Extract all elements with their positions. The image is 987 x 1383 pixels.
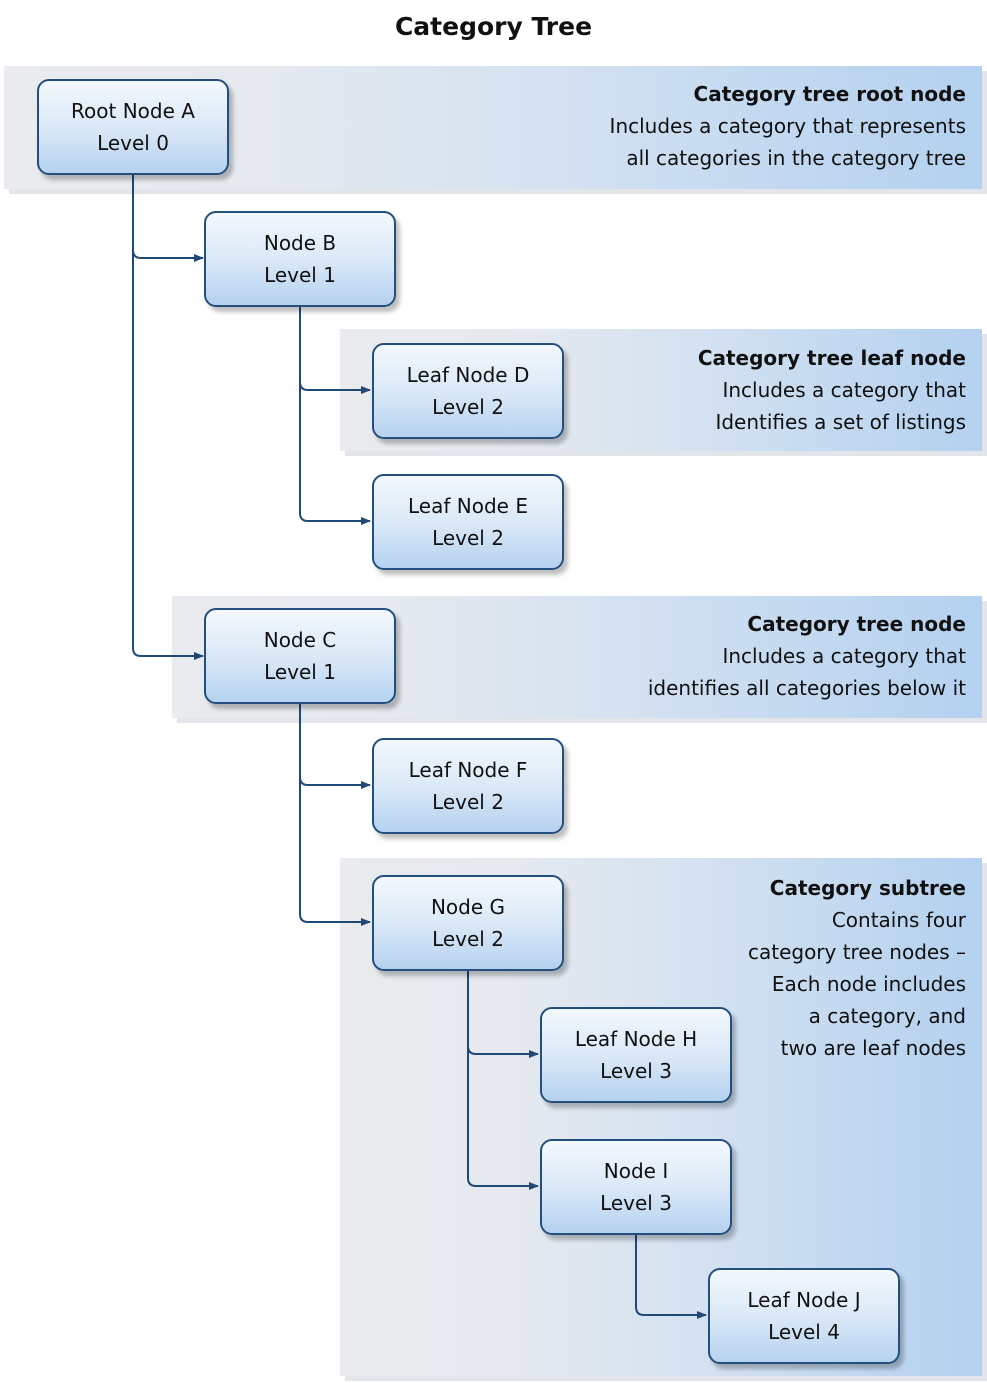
node-name: Leaf Node F xyxy=(408,758,528,782)
node-name: Node G xyxy=(430,895,506,919)
node-name: Root Node A xyxy=(71,99,195,123)
connector-g-i xyxy=(467,1046,539,1190)
band-subtree-line: category tree nodes – xyxy=(747,940,966,964)
band-node-title: Category tree node xyxy=(747,612,966,636)
node-level: Level 1 xyxy=(264,263,336,287)
connector-c-g xyxy=(299,777,371,926)
node-name: Leaf Node H xyxy=(574,1027,698,1051)
band-subtree-text: Category subtree Contains four category … xyxy=(748,872,966,1064)
node-level: Level 0 xyxy=(97,131,169,155)
connector-a-b xyxy=(132,174,204,262)
node-level: Level 4 xyxy=(768,1320,840,1344)
band-leaf-text: Category tree leaf node Includes a categ… xyxy=(698,342,966,438)
band-root-title: Category tree root node xyxy=(693,82,966,106)
node-name: Leaf Node D xyxy=(406,363,530,387)
connector-b-e xyxy=(299,382,371,525)
node-name: Leaf Node E xyxy=(408,494,528,518)
node-leaf-e[interactable]: Leaf Node E Level 2 xyxy=(372,474,564,570)
node-name: Node C xyxy=(263,628,337,652)
band-node-text: Category tree node Includes a category t… xyxy=(648,608,966,704)
node-level: Level 1 xyxy=(264,660,336,684)
band-root-line: all categories in the category tree xyxy=(626,146,966,170)
band-subtree-line: Contains four xyxy=(831,908,966,932)
connector-c-f xyxy=(299,704,371,789)
node-level: Level 3 xyxy=(600,1191,672,1215)
band-subtree-line: two are leaf nodes xyxy=(780,1036,966,1060)
node-leaf-f[interactable]: Leaf Node F Level 2 xyxy=(372,738,564,834)
connector-a-c xyxy=(132,250,204,660)
node-level: Level 2 xyxy=(432,790,504,814)
band-root-line: Includes a category that represents xyxy=(609,114,966,138)
band-subtree-line: Each node includes xyxy=(771,972,966,996)
band-leaf-title: Category tree leaf node xyxy=(697,346,966,370)
band-node-line: Includes a category that xyxy=(722,644,966,668)
band-leaf-line: Identifies a set of listings xyxy=(715,410,966,434)
node-level: Level 2 xyxy=(432,927,504,951)
band-subtree-title: Category subtree xyxy=(769,876,966,900)
node-c[interactable]: Node C Level 1 xyxy=(204,608,396,704)
band-node-line: identifies all categories below it xyxy=(647,676,966,700)
node-name: Node I xyxy=(603,1159,669,1183)
node-leaf-h[interactable]: Leaf Node H Level 3 xyxy=(540,1007,732,1103)
node-leaf-d[interactable]: Leaf Node D Level 2 xyxy=(372,343,564,439)
node-leaf-j[interactable]: Leaf Node J Level 4 xyxy=(708,1268,900,1364)
node-level: Level 2 xyxy=(432,395,504,419)
connector-i-j xyxy=(635,1234,707,1319)
band-leaf-line: Includes a category that xyxy=(722,378,966,402)
band-subtree-line: a category, and xyxy=(808,1004,966,1028)
node-name: Node B xyxy=(263,231,337,255)
connector-b-d xyxy=(299,306,371,394)
diagram-title: Category Tree xyxy=(394,12,593,41)
node-name: Leaf Node J xyxy=(747,1288,861,1312)
node-b[interactable]: Node B Level 1 xyxy=(204,211,396,307)
node-i[interactable]: Node I Level 3 xyxy=(540,1139,732,1235)
node-root-a[interactable]: Root Node A Level 0 xyxy=(37,79,229,175)
node-level: Level 2 xyxy=(432,526,504,550)
connector-g-h xyxy=(467,970,539,1058)
node-level: Level 3 xyxy=(600,1059,672,1083)
node-g[interactable]: Node G Level 2 xyxy=(372,875,564,971)
band-root-text: Category tree root node Includes a categ… xyxy=(610,78,966,174)
